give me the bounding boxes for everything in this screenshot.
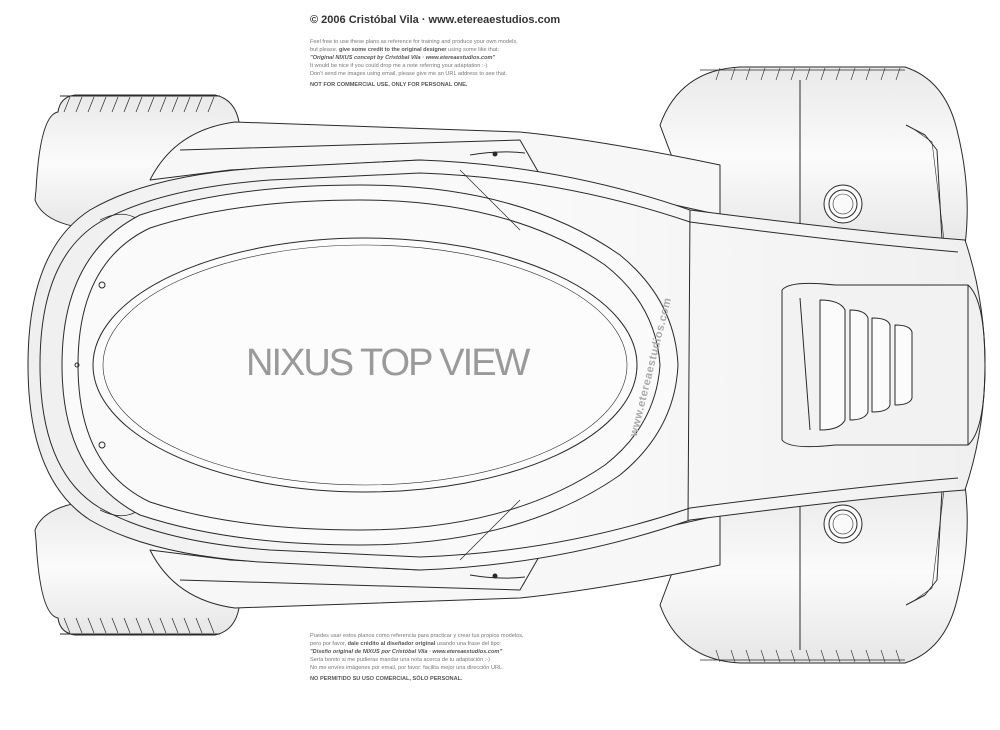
- note-en-credit: "Original NIXUS concept by Cristóbal Vil…: [310, 55, 496, 61]
- note-en-line2: but please, give some credit to the orig…: [310, 47, 500, 53]
- copyright-header: © 2006 Cristóbal Vila · www.etereaestudi…: [310, 14, 561, 26]
- drawing-title: NIXUS TOP VIEW: [246, 342, 530, 384]
- lower-side-fender: [149, 514, 721, 609]
- note-es-line5: No me envíes imágenes por email, por fav…: [310, 665, 504, 671]
- note-en-line1: Feel free to use these plans as referenc…: [310, 39, 518, 45]
- notes-english: Feel free to use these plans as referenc…: [310, 38, 570, 89]
- note-es-line1: Puedes usar estos planos como referencia…: [310, 633, 524, 639]
- rear-engine-grille: [781, 282, 986, 448]
- upper-side-fender: [149, 121, 721, 216]
- cockpit-canopy: [61, 169, 679, 561]
- right-front-pod: [659, 66, 968, 249]
- notes-spanish: Puedes usar estos planos como referencia…: [310, 632, 570, 683]
- right-rear-pod: [659, 481, 968, 664]
- note-es-credit: "Diseño original de NIXUS por Cristóbal …: [310, 649, 503, 655]
- note-en-line4: It would be nice if you could drop me a …: [310, 63, 488, 69]
- note-es-restriction: NO PERMITIDO SU USO COMERCIAL, SÓLO PERS…: [310, 676, 463, 682]
- note-es-line2: pero por favor, dale crédito al diseñado…: [310, 641, 502, 647]
- note-en-restriction: NOT FOR COMMERCIAL USE, ONLY FOR PERSONA…: [310, 82, 468, 88]
- note-en-line5: Don't send me images using email, please…: [310, 71, 508, 77]
- note-es-line4: Sería bonito si me pudieras mandar una n…: [310, 657, 491, 663]
